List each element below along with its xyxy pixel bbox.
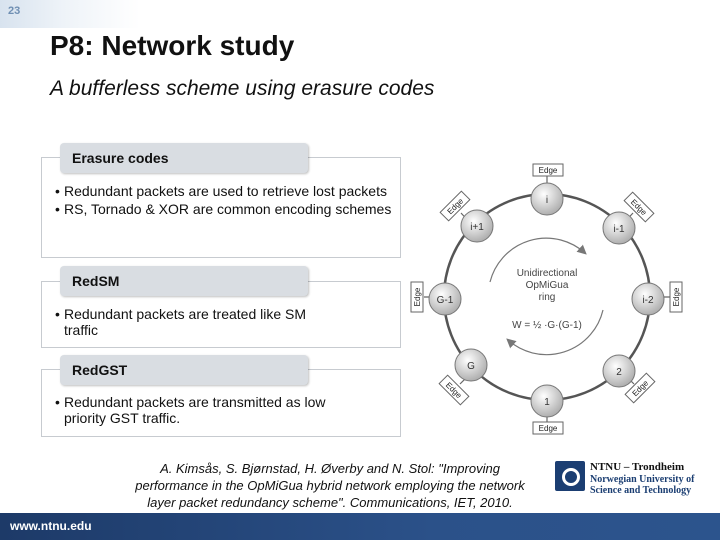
bullet-item: Redundant packets are treated like SM tr…	[55, 306, 334, 338]
heading-label: RedGST	[72, 362, 128, 378]
ring-node: G	[454, 348, 488, 382]
citation: A. Kimsås, S. Bjørnstad, H. Øverby and N…	[125, 460, 535, 511]
redsm-heading: RedSM	[60, 266, 308, 296]
logo-line: NTNU – Trondheim	[590, 461, 685, 473]
ntnu-logo-text: NTNU – Trondheim Norwegian University of…	[590, 461, 694, 496]
svg-text:Edge: Edge	[539, 166, 558, 175]
ring-node: i-1	[602, 211, 636, 245]
bullet-item: Redundant packets are transmitted as low…	[55, 394, 354, 426]
center-label: OpMiGua	[526, 280, 569, 291]
svg-text:Edge: Edge	[539, 424, 558, 433]
redgst-heading: RedGST	[60, 355, 308, 385]
svg-text:2: 2	[616, 367, 622, 378]
center-label: Unidirectional	[517, 268, 578, 279]
ntnu-logo-icon	[555, 461, 585, 491]
svg-text:G: G	[467, 361, 475, 372]
logo-line: Science and Technology	[590, 485, 692, 496]
edge-box: Edge	[532, 421, 564, 435]
svg-text:i-2: i-2	[642, 295, 654, 306]
ring-diagram: Unidirectional OpMiGua ring W = ½ ·G·(G-…	[410, 163, 683, 435]
svg-text:G-1: G-1	[437, 295, 454, 306]
svg-text:1: 1	[544, 397, 550, 408]
svg-text:Edge: Edge	[672, 287, 681, 306]
ring-node: i+1	[460, 209, 494, 243]
heading-label: Erasure codes	[72, 150, 169, 166]
svg-text:Edge: Edge	[413, 287, 422, 306]
slide-title: P8: Network study	[50, 30, 295, 61]
edge-box: Edge	[410, 281, 424, 313]
bullet-item: Redundant packets are used to retrieve l…	[55, 183, 400, 199]
ring-node: 1	[530, 384, 564, 418]
ring-node: i-2	[631, 282, 665, 316]
slide-subtitle: A bufferless scheme using erasure codes	[50, 77, 435, 100]
svg-text:i+1: i+1	[470, 222, 484, 233]
footer-url: www.ntnu.edu	[10, 519, 92, 533]
erasure-codes-heading: Erasure codes	[60, 143, 308, 173]
citation-line: performance in the OpMiGua hybrid networ…	[135, 478, 525, 493]
direction-arrow	[506, 309, 604, 356]
svg-text:i: i	[546, 195, 548, 206]
bullet-item: RS, Tornado & XOR are common encoding sc…	[55, 201, 400, 217]
ring-node: G-1	[428, 282, 462, 316]
svg-text:i-1: i-1	[613, 224, 625, 235]
slide-number: 23	[8, 5, 21, 17]
direction-arrow	[489, 237, 587, 283]
center-label: ring	[539, 292, 556, 303]
erasure-codes-box: Redundant packets are used to retrieve l…	[41, 157, 401, 258]
heading-label: RedSM	[72, 273, 120, 289]
citation-line: A. Kimsås, S. Bjørnstad, H. Øverby and N…	[160, 461, 500, 476]
formula-label: W = ½ ·G·(G-1)	[512, 320, 582, 331]
corner-decoration	[0, 0, 140, 28]
edge-box: Edge	[532, 163, 564, 177]
edge-box: Edge	[669, 281, 683, 313]
footer-bar: www.ntnu.edu	[0, 513, 720, 540]
citation-line: layer packet redundancy scheme". Communi…	[147, 495, 513, 510]
logo-line: Norwegian University of	[590, 474, 695, 485]
ring-node: i	[530, 182, 564, 216]
ring-node: 2	[602, 354, 636, 388]
